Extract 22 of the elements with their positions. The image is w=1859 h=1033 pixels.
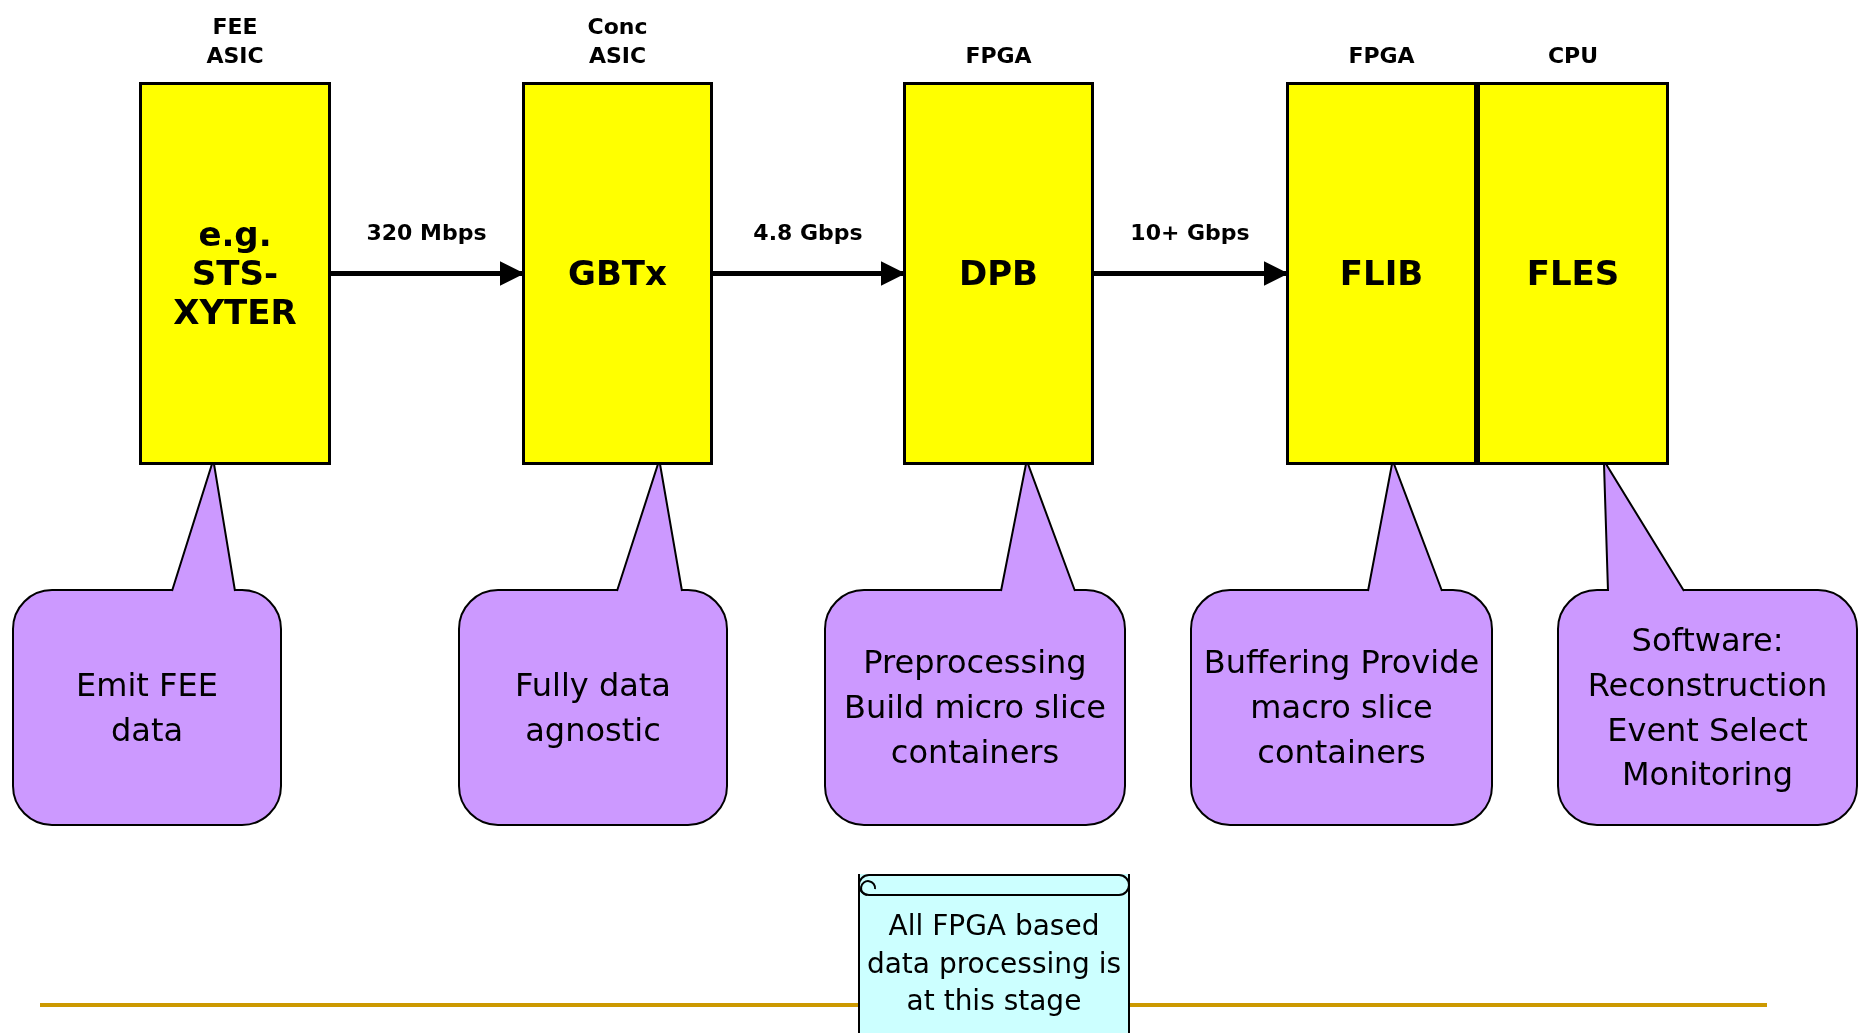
box-label: FLIB	[1338, 253, 1425, 294]
box-heading: FEE ASIC	[205, 12, 265, 71]
box-heading: Conc ASIC	[586, 12, 649, 71]
callout-bubble	[12, 589, 282, 826]
box-label: FLES	[1525, 253, 1621, 294]
box-heading: FPGA	[1347, 42, 1416, 71]
callout-text: Emit FEE data	[75, 664, 219, 751]
callout-bubble	[458, 589, 728, 826]
callout-text: Software: Reconstruction Event Select Monitoring	[1586, 619, 1829, 796]
callout-text: Preprocessing Build micro slice containers	[842, 642, 1108, 773]
box-heading: FPGA	[964, 42, 1033, 71]
box-label: GBTx	[567, 253, 668, 294]
box-label: e.g. STS-XYTER	[172, 214, 298, 333]
callout-bubble	[824, 589, 1126, 826]
callout-text: Fully data agnostic	[514, 664, 672, 751]
box-heading: CPU	[1546, 42, 1600, 71]
note-scroll	[858, 874, 1130, 1033]
box-label: DPB	[957, 253, 1040, 294]
callout-bubble	[1557, 589, 1858, 826]
callout-bubble	[1190, 589, 1493, 826]
callout-text: Buffering Provide macro slice containers	[1202, 642, 1481, 773]
note-text: All FPGA based data processing is at this stage	[865, 907, 1123, 1020]
